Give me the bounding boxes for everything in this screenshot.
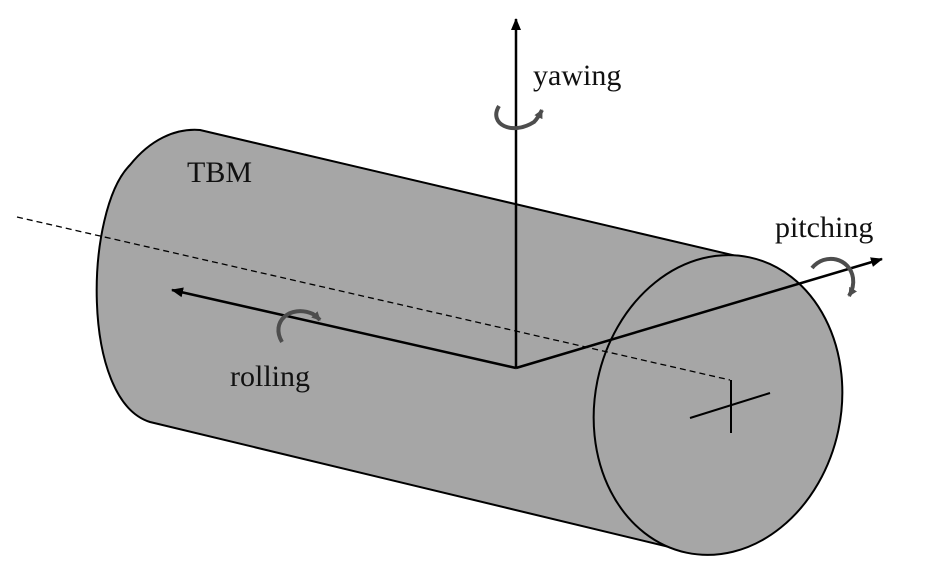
tbm-label: TBM [187,156,252,189]
central-axis-dashed [16,216,731,381]
tbm-cylinder-body [95,128,746,553]
tbm-front-face [592,254,844,556]
yaw-rotation-arrow-icon [494,104,544,131]
pitching-label: pitching [775,211,873,244]
roll-rotation-arrow-icon [276,309,322,344]
yawing-label: yawing [533,59,621,92]
pitch-axis-arrow [515,257,883,370]
pitch-rotation-arrow-icon [810,257,858,298]
crosshair-icon [689,380,771,433]
rolling-label: rolling [230,360,310,393]
roll-axis-arrow [171,287,517,370]
